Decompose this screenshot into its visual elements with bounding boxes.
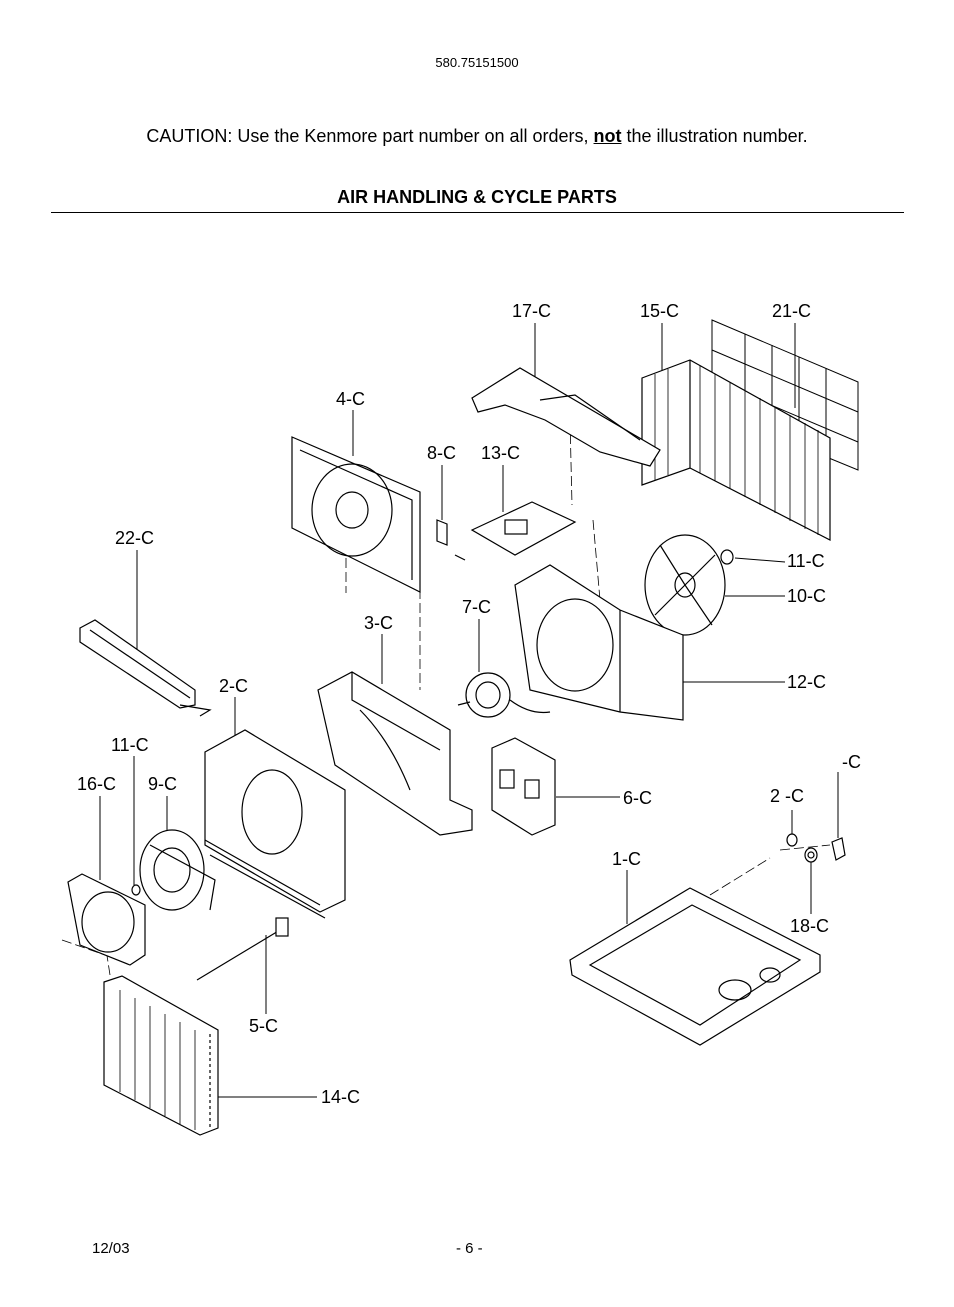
callout-16: 16-C — [77, 774, 117, 794]
part-2-base-frame — [204, 729, 346, 919]
callout-11-left: 11-C — [111, 735, 149, 755]
part-8-bracket — [436, 519, 466, 561]
section-title: AIR HANDLING & CYCLE PARTS — [337, 187, 617, 207]
part-13-mount-plate — [470, 501, 577, 556]
callout-unnumbered: -C — [842, 752, 861, 772]
callout-11-right: 11-C — [787, 551, 825, 571]
part-22-louver — [79, 619, 212, 717]
part-6-control-bracket — [491, 737, 556, 836]
footer-date: 12/03 — [92, 1240, 130, 1257]
callout-18: 18-C — [790, 916, 830, 936]
part-9-blower-wheel — [139, 829, 216, 911]
callout-10: 10-C — [787, 586, 827, 606]
part-15-condenser-coil — [641, 359, 831, 541]
callout-21: 21-C — [772, 301, 812, 321]
caution-prefix: CAUTION: Use the Kenmore part number on … — [146, 126, 594, 146]
callout-4: 4-C — [336, 389, 366, 409]
part-3-evaporator-housing — [317, 671, 473, 836]
callout-22: 22-C — [115, 528, 155, 548]
part-10-fan-blade — [644, 534, 734, 636]
caution-note: CAUTION: Use the Kenmore part number on … — [0, 126, 954, 147]
leader-lines — [99, 323, 839, 1098]
callout-9: 9-C — [148, 774, 178, 794]
part-7-fan-motor — [457, 672, 551, 718]
caution-suffix: the illustration number. — [621, 126, 808, 146]
callout-3: 3-C — [364, 613, 394, 633]
part-5-thermistor — [196, 917, 289, 981]
model-number: 580.75151500 — [435, 55, 519, 70]
part-12-fan-shroud — [514, 564, 684, 721]
callout-14: 14-C — [321, 1087, 361, 1107]
callout-12: 12-C — [787, 672, 827, 692]
callout-2-partial: 2 -C — [770, 786, 805, 806]
callout-17: 17-C — [512, 301, 552, 321]
callout-8: 8-C — [427, 443, 457, 463]
callout-5: 5-C — [249, 1016, 279, 1036]
part-1-base-pan — [569, 887, 821, 1046]
part-4-orifice-panel — [291, 436, 421, 593]
section-divider — [51, 212, 904, 213]
part-14-evaporator-coil — [103, 975, 219, 1136]
part-17-top-shroud — [471, 367, 661, 467]
callout-1: 1-C — [612, 849, 642, 869]
caution-emphasis: not — [593, 126, 622, 146]
callout-13: 13-C — [481, 443, 521, 463]
drain-hardware — [786, 833, 846, 863]
callout-15: 15-C — [640, 301, 680, 321]
callout-6: 6-C — [623, 788, 653, 808]
callout-7: 7-C — [462, 597, 492, 617]
callout-2: 2-C — [219, 676, 249, 696]
part-16-blower-housing — [67, 873, 146, 966]
footer-page-number: - 6 - — [456, 1240, 483, 1257]
